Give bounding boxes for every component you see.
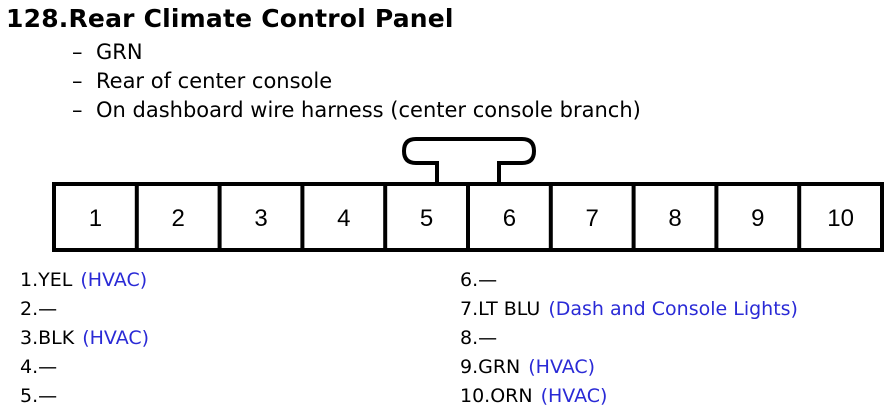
pin-entry-3: 3.BLK(HVAC) (20, 327, 150, 349)
pin-entry-6: 6.— (460, 269, 498, 291)
pin-list-left: 1.YEL(HVAC) 2.— 3.BLK(HVAC) 4.— 5.— (20, 266, 149, 411)
pin-entry-10: 10.ORN(HVAC) (460, 385, 608, 407)
circuit-label: (HVAC) (80, 269, 148, 291)
detail-harness: –On dashboard wire harness (center conso… (72, 96, 641, 125)
bullet-dash: – (72, 69, 83, 93)
pin-number-9: 9 (751, 205, 764, 232)
pin-entry-4: 4.— (20, 356, 58, 378)
pin-number-6: 6 (503, 205, 516, 232)
circuit-label: (HVAC) (540, 385, 608, 407)
page-title: 128.Rear Climate Control Panel (6, 4, 454, 33)
pin-entry-1: 1.YEL(HVAC) (20, 269, 148, 291)
bullet-dash: – (72, 98, 83, 122)
pin-number-2: 2 (172, 205, 185, 232)
circuit-label: (HVAC) (528, 356, 596, 378)
pin-number-1: 1 (89, 205, 102, 232)
pin-number-10: 10 (827, 205, 854, 232)
connector-pins: 1 2 3 4 5 6 7 8 9 10 (89, 184, 854, 250)
pin-entry-7: 7.LT BLU(Dash and Console Lights) (460, 298, 798, 320)
pin-number-4: 4 (337, 205, 350, 232)
pin-list-right: 6.— 7.LT BLU(Dash and Console Lights) 8.… (460, 266, 798, 411)
pin-entry-9: 9.GRN(HVAC) (460, 356, 596, 378)
pin-number-3: 3 (254, 205, 267, 232)
connector-lock-tab (401, 137, 537, 184)
pin-entry-8: 8.— (460, 327, 498, 349)
circuit-label: (HVAC) (82, 327, 150, 349)
detail-color: –GRN (72, 38, 641, 67)
bullet-dash: – (72, 40, 83, 64)
pin-entry-2: 2.— (20, 298, 58, 320)
circuit-label: (Dash and Console Lights) (548, 298, 798, 320)
pin-number-7: 7 (586, 205, 599, 232)
connector-details: –GRN –Rear of center console –On dashboa… (72, 38, 641, 125)
pin-number-5: 5 (420, 205, 433, 232)
pin-entry-5: 5.— (20, 385, 58, 407)
detail-location: –Rear of center console (72, 67, 641, 96)
pin-number-8: 8 (668, 205, 681, 232)
